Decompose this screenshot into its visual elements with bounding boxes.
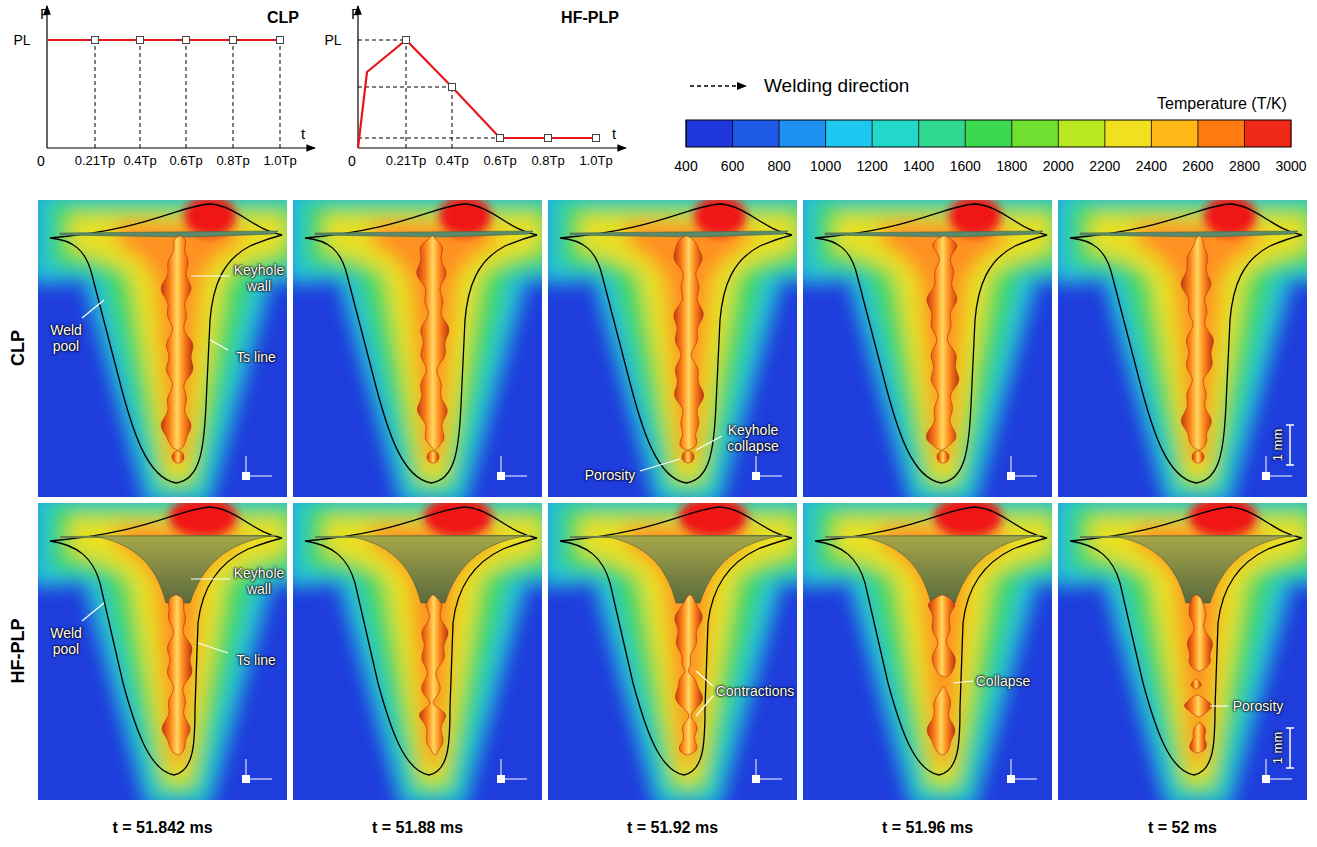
leader-line	[82, 300, 104, 318]
legend-item: Welding direction	[688, 72, 909, 100]
time-label: t = 51.92 ms	[627, 819, 718, 837]
colorbar-tick: 2800	[1229, 158, 1260, 174]
annotation: Porosity	[585, 467, 636, 483]
scale-label: 1 mm	[1271, 429, 1286, 462]
tick-label: 0	[37, 153, 45, 169]
time-label: t = 51.842 ms	[112, 819, 212, 837]
axis-label: PL	[324, 32, 341, 48]
annotation: Weld pool	[44, 322, 88, 354]
tick-label: 1.0Tp	[579, 154, 612, 169]
colorbar-tick: 2400	[1136, 158, 1167, 174]
axis-label: PL	[13, 32, 30, 48]
tick-label: 0.4Tp	[123, 154, 156, 169]
colorbar-tick: 1000	[810, 158, 841, 174]
tick-label: 0.21Tp	[386, 154, 426, 169]
simulation-panel	[38, 200, 287, 497]
axis-label: t	[612, 125, 616, 142]
annotation: Ts line	[236, 652, 276, 668]
colorbar-tick: 2600	[1182, 158, 1213, 174]
annotation: Keyhole collapse	[721, 422, 785, 454]
simulation-panel	[803, 503, 1052, 800]
colorbar-tick: 3000	[1275, 158, 1306, 174]
simulation-panel	[803, 200, 1052, 497]
tick-label: 0.8Tp	[216, 154, 249, 169]
leader-line	[696, 436, 722, 450]
colorbar-tick: 600	[721, 158, 744, 174]
leader-line	[210, 340, 228, 350]
leader-line	[696, 696, 713, 716]
leader-line	[1210, 705, 1228, 706]
leader-line	[82, 603, 104, 621]
annotation: Ts line	[236, 349, 276, 365]
colorbar-tick: 800	[767, 158, 790, 174]
annotation: Keyhole wall	[229, 565, 289, 597]
annotation: Porosity	[1233, 698, 1284, 714]
colorbar-title: Temperature (T/K)	[1157, 95, 1287, 113]
tick-label: 0	[348, 153, 356, 169]
power-chart	[358, 6, 626, 148]
colorbar	[686, 120, 1292, 147]
colorbar-tick: 1600	[950, 158, 981, 174]
chart-title: CLP	[267, 9, 299, 27]
time-label: t = 51.96 ms	[882, 819, 973, 837]
simulation-panel	[1058, 200, 1307, 497]
colorbar-tick: 2000	[1043, 158, 1074, 174]
scale-label: 1 mm	[1271, 732, 1286, 765]
tick-label: 0.6Tp	[169, 154, 202, 169]
simulation-panel	[548, 200, 797, 497]
simulation-panel	[548, 503, 797, 800]
legend-text: Welding direction	[764, 75, 909, 97]
row-label: CLP	[8, 330, 29, 366]
time-label: t = 52 ms	[1148, 819, 1217, 837]
axis-label: P	[40, 5, 50, 22]
colorbar-tick: 400	[674, 158, 697, 174]
annotation: Collapse	[976, 673, 1030, 689]
tick-label: 0.6Tp	[483, 154, 516, 169]
leader-line	[198, 643, 228, 653]
chart-title: HF-PLP	[561, 9, 619, 27]
tick-label: 0.21Tp	[75, 154, 115, 169]
tick-label: 0.8Tp	[531, 154, 564, 169]
tick-label: 0.4Tp	[435, 154, 468, 169]
axis-label: P	[351, 5, 361, 22]
simulation-panel	[293, 503, 542, 800]
colorbar-tick: 1200	[857, 158, 888, 174]
annotation: Keyhole wall	[229, 262, 289, 294]
axis-label: t	[301, 125, 305, 142]
colorbar-tick: 1800	[996, 158, 1027, 174]
leader-line	[640, 459, 680, 471]
tick-label: 1.0Tp	[263, 154, 296, 169]
colorbar-tick: 2200	[1089, 158, 1120, 174]
simulation-panel	[1058, 503, 1307, 800]
dashed-arrow-sample	[688, 72, 750, 100]
time-label: t = 51.88 ms	[372, 819, 463, 837]
power-chart	[47, 6, 315, 148]
annotation: Weld pool	[44, 625, 88, 657]
leader-line	[696, 671, 713, 686]
leader-line	[191, 275, 230, 276]
annotation: Contractions	[716, 683, 795, 699]
colorbar-tick: 1400	[903, 158, 934, 174]
leader-line	[953, 681, 973, 683]
simulation-panel	[293, 200, 542, 497]
row-label: HF-PLP	[8, 619, 29, 684]
simulation-panel	[38, 503, 287, 800]
leader-line	[191, 578, 230, 579]
